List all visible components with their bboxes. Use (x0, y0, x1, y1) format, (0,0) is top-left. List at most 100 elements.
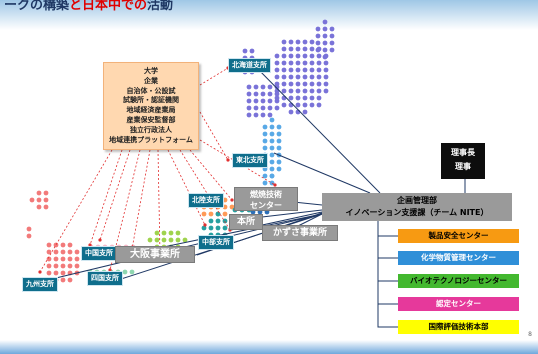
map-dot (269, 124, 275, 130)
map-dot (201, 211, 207, 217)
map-dot (267, 105, 273, 111)
map-dot (43, 204, 49, 210)
map-dot (281, 81, 287, 87)
map-dot (288, 81, 294, 87)
map-dot (269, 159, 275, 165)
map-dot (260, 112, 266, 118)
branch-chugoku: 中国支所 (81, 246, 117, 261)
exec-directors: 理事 (455, 162, 471, 171)
map-dot (274, 84, 280, 90)
map-dot (316, 53, 322, 59)
hq-planning-box: 企画管理部 イノベーション支援課（チーム NITE） (322, 193, 512, 221)
map-dot (329, 40, 335, 46)
map-dot (302, 74, 308, 80)
branch-hokuriku: 北陸支所 (188, 193, 224, 208)
map-dot (60, 270, 66, 276)
map-dot (269, 145, 275, 151)
map-dot (288, 53, 294, 59)
map-dot (302, 60, 308, 66)
header-band: ークの構築と日本中での活動 (0, 0, 538, 30)
map-dot (302, 95, 308, 101)
map-dot (60, 263, 66, 269)
map-dot (322, 54, 328, 60)
map-dot (29, 197, 35, 203)
branch-hokkaido: 北海道支所 (228, 58, 271, 73)
hq-line2: イノベーション支援課（チーム NITE） (345, 208, 489, 217)
map-dot (46, 256, 52, 262)
map-dot (67, 249, 73, 255)
dashed-arrows (39, 67, 276, 273)
map-dot (322, 33, 328, 39)
map-dot (269, 131, 275, 137)
map-dot (295, 102, 301, 108)
map-dot (147, 237, 153, 243)
partner-regional-platform: 地域連携プラットフォーム (109, 135, 193, 144)
map-dot (269, 152, 275, 158)
map-dot (323, 74, 329, 80)
map-dot (67, 256, 73, 262)
map-dot (36, 197, 42, 203)
map-dot (74, 249, 80, 255)
map-dot (323, 88, 329, 94)
map-dot (222, 225, 228, 231)
map-dot (274, 98, 280, 104)
map-dot (281, 46, 287, 52)
map-dot (295, 67, 301, 73)
map-dot (253, 84, 259, 90)
map-dot (295, 39, 301, 45)
map-dot (281, 102, 287, 108)
map-dot (315, 33, 321, 39)
map-dot (269, 117, 275, 123)
map-dot (215, 218, 221, 224)
map-dot (36, 204, 42, 210)
map-dot (276, 131, 282, 137)
branch-kyushu: 九州支所 (22, 277, 58, 292)
branch-tohoku: 東北支所 (232, 153, 268, 168)
map-dot (53, 249, 59, 255)
map-dot (74, 256, 80, 262)
map-dot (288, 60, 294, 66)
map-dot (316, 81, 322, 87)
map-dot (253, 98, 259, 104)
map-dot (262, 145, 268, 151)
map-dot (295, 81, 301, 87)
map-dot (309, 39, 315, 45)
map-dot (161, 237, 167, 243)
map-dot (46, 263, 52, 269)
map-dot (246, 112, 252, 118)
map-dot (267, 98, 273, 104)
map-dot (242, 48, 248, 54)
site-kazusa: かずさ事業所 (262, 225, 338, 241)
map-dot (208, 211, 214, 217)
map-dot (36, 190, 42, 196)
partner-test-lab: 試験所・認証機関 (123, 96, 179, 105)
map-dot (315, 26, 321, 32)
map-dot (208, 218, 214, 224)
map-dot (253, 112, 259, 118)
map-dot (53, 270, 59, 276)
map-dot (309, 67, 315, 73)
map-dot (262, 180, 268, 186)
map-dot (208, 225, 214, 231)
map-dot (276, 138, 282, 144)
map-dot (309, 74, 315, 80)
map-dot (129, 269, 135, 275)
title-accent: と日本中での (69, 0, 148, 13)
map-dot (246, 105, 252, 111)
map-dot (262, 124, 268, 130)
map-dot (281, 60, 287, 66)
map-dot (309, 88, 315, 94)
branch-shikoku: 四国支所 (87, 271, 123, 286)
map-dot (295, 88, 301, 94)
map-dot (295, 53, 301, 59)
map-dot (67, 277, 73, 283)
map-dot (60, 242, 66, 248)
map-dot (260, 98, 266, 104)
center-chemical-management: 化学物質管理センター (398, 251, 519, 265)
map-dot (316, 67, 322, 73)
map-dot (288, 74, 294, 80)
map-dot (309, 46, 315, 52)
map-dot (288, 67, 294, 73)
map-dot (249, 48, 255, 54)
map-dot (309, 60, 315, 66)
